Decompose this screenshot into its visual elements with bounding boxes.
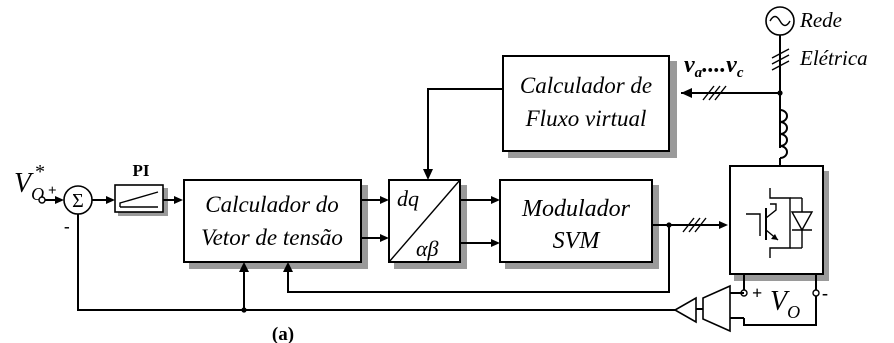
- dc-minus-label: -: [822, 283, 828, 303]
- svg-text:VO: VO: [770, 286, 800, 322]
- three-phase-marks-flux: [702, 85, 727, 101]
- three-phase-marks-gate: [682, 217, 707, 233]
- feedback-gain-icon: [673, 296, 703, 324]
- flux-to-transform-signal: [427, 88, 503, 175]
- transform-alpha-beta: αβ: [416, 236, 439, 261]
- grid-title: Rede: [799, 8, 842, 32]
- voltage-vector-line1: Calculador do: [205, 192, 339, 217]
- modulator-line2: SVM: [553, 228, 602, 254]
- converter-block: [729, 165, 824, 275]
- sum-minus: -: [64, 217, 70, 236]
- dc-minus-terminal: [812, 289, 820, 297]
- svm-modulator-block: [499, 179, 653, 263]
- output-voltage-label: VO: [770, 286, 800, 322]
- sum-sigma: Σ: [72, 190, 84, 212]
- igbt-diode-icon: [746, 188, 814, 258]
- pi-ramp-icon: [119, 191, 159, 208]
- pi-label: PI: [133, 161, 150, 180]
- phase-voltages-label: va....vc: [684, 52, 744, 81]
- voltage-vector-calculator-block: [183, 179, 362, 263]
- sum-plus: +: [48, 183, 57, 199]
- three-phase-marks-top: [771, 48, 790, 71]
- inductor-icon: [779, 109, 788, 159]
- current-feedback-signal: [287, 225, 670, 293]
- transform-dq: dq: [397, 186, 419, 211]
- dc-plus-label: +: [752, 283, 762, 303]
- flux-calculator-line1: Calculador de: [520, 73, 652, 98]
- figure-caption: (a): [272, 324, 294, 343]
- voltage-vector-line2: Vetor de tensão: [201, 225, 343, 250]
- ac-source-icon: [765, 6, 795, 36]
- flux-calculator-line2: Fluxo virtual: [525, 106, 647, 131]
- flux-calculator-block: [502, 55, 670, 152]
- svg-text:va....vc: va....vc: [684, 52, 744, 81]
- voltage-feedback-signal: [77, 214, 675, 311]
- diff-amplifier-icon: [702, 284, 744, 333]
- reference-terminal: [38, 196, 46, 204]
- modulator-line1: Modulador: [521, 196, 631, 222]
- grid-subtitle: Elétrica: [799, 46, 868, 70]
- pi-block: [114, 184, 164, 213]
